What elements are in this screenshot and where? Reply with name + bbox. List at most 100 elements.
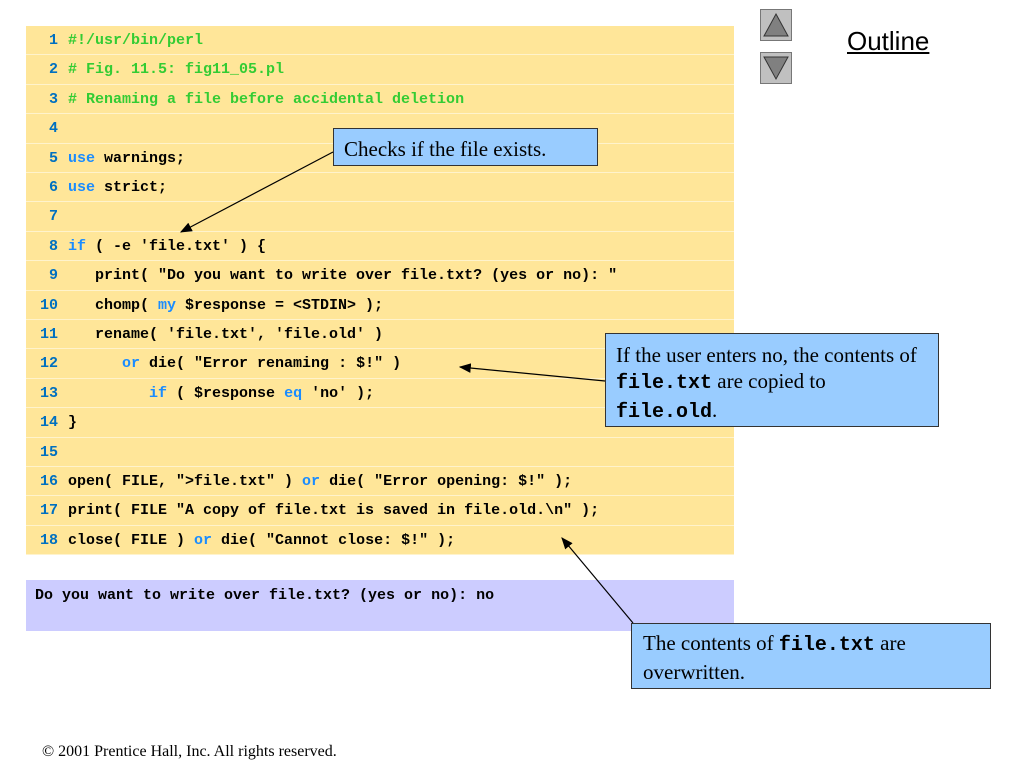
code-text: use warnings; (68, 144, 185, 173)
callout-over-pre: The contents of (643, 631, 779, 655)
code-line: 14} (26, 408, 734, 438)
triangle-down-icon (763, 56, 789, 81)
code-line: 1 #!/usr/bin/perl (26, 26, 734, 56)
code-line: 18 close( FILE ) or die( "Cannot close: $… (26, 526, 734, 556)
line-number: 2 (48, 61, 58, 79)
code-keyword: use (68, 149, 96, 167)
code-token: open( FILE, ">file.txt" ) (68, 473, 303, 490)
line-number: 9 (48, 267, 58, 285)
code-text: rename( 'file.txt', 'file.old' ) (68, 320, 383, 349)
arrow-overwritten (561, 537, 634, 624)
code-text: print( FILE "A copy of file.txt is saved… (68, 496, 599, 525)
code-line: 10 chomp( my $response = <STDIN> ); (26, 291, 734, 320)
code-keyword: or (302, 473, 321, 490)
code-token: die( "Error renaming : $!" ) (140, 355, 402, 373)
code-keyword: use (68, 179, 96, 196)
code-comment: # Renaming a file before accidental dele… (68, 90, 465, 108)
line-number: 16 (39, 473, 58, 490)
code-token: strict; (95, 179, 168, 196)
code-token: ( $response (167, 384, 285, 402)
code-token: die( "Cannot close: $!" ); (212, 531, 456, 549)
line-number: 7 (48, 208, 58, 226)
copyright-footer: © 2001 Prentice Hall, Inc. All rights re… (42, 743, 337, 760)
triangle-up-icon (763, 12, 789, 37)
callout-no-post: . (712, 398, 718, 422)
line-number: 11 (39, 326, 58, 343)
callout-no-code1: file.txt (616, 372, 713, 395)
code-text: print( "Do you want to write over file.t… (68, 261, 617, 290)
line-number: 3 (48, 90, 58, 108)
code-comment: #!/usr/bin/perl (68, 32, 204, 49)
callout-no-mid: are copied to (712, 369, 826, 393)
line-number: 17 (39, 502, 58, 520)
code-token: die( "Error opening: $!" ); (320, 473, 573, 490)
callout-over-post: are overwritten. (643, 631, 906, 684)
line-number: 1 (48, 32, 58, 49)
callout-no-code2: file.old (616, 401, 713, 424)
code-line: 13 if ( $response eq 'no' ); (26, 379, 734, 409)
code-token: chomp( (68, 296, 159, 314)
code-listing: 1 #!/usr/bin/perl 2 # Fig. 11.5: fig11_05.p… (26, 26, 734, 556)
code-text: #!/usr/bin/perl (68, 26, 203, 55)
code-text: or die( "Error renaming : $!" ) (68, 349, 401, 378)
line-number: 13 (39, 384, 58, 402)
code-keyword: if (149, 384, 168, 402)
arrow-file-exists (179, 151, 334, 233)
code-line: 9 print( "Do you want to write over file… (26, 261, 734, 291)
code-text: use strict; (68, 173, 167, 202)
code-line: 12 or die( "Error renaming : $!" ) (26, 349, 734, 379)
next-slide-button[interactable] (760, 52, 792, 84)
code-line: 17 print( FILE "A copy of file.txt is sav… (26, 496, 734, 526)
code-text: open( FILE, ">file.txt" ) or die( "Error… (68, 467, 572, 496)
code-token: 'no' ); (302, 384, 375, 402)
arrow-user-enters-no (458, 363, 606, 382)
line-number: 4 (48, 120, 58, 138)
code-text: chomp( my $response = <STDIN> ); (68, 291, 383, 320)
line-number: 18 (39, 531, 58, 549)
callout-file-exists-text: Checks if the file exists. (344, 137, 547, 161)
code-text: close( FILE ) or die( "Cannot close: $!"… (68, 526, 455, 555)
callout-no-pre: If the user enters no, the contents of (616, 343, 917, 367)
line-number: 8 (48, 237, 58, 255)
callout-user-enters-no: If the user enters no, the contents of f… (605, 333, 939, 427)
code-text: } (68, 408, 77, 437)
code-line: 3 # Renaming a file before accidental del… (26, 85, 734, 115)
outline-link[interactable]: Outline (847, 26, 930, 56)
code-token: ( -e 'file.txt' ) { (86, 237, 267, 255)
callout-file-exists: Checks if the file exists. (333, 128, 598, 166)
line-number: 12 (39, 355, 58, 373)
code-text: # Fig. 11.5: fig11_05.pl (68, 55, 284, 84)
line-number: 15 (39, 443, 58, 461)
code-token: print( "Do you want to write over file.t… (68, 267, 618, 285)
callout-overwritten: The contents of file.txt are overwritten… (631, 623, 991, 689)
code-line: 11 rename( 'file.txt', 'file.old' ) (26, 320, 734, 350)
line-number: 10 (39, 296, 58, 314)
code-token: warnings; (95, 149, 186, 167)
code-token: $response = <STDIN> ); (176, 296, 384, 314)
code-keyword: if (68, 237, 87, 255)
code-line: 16 open( FILE, ">file.txt" ) or die( "Err… (26, 467, 734, 497)
line-number: 5 (48, 149, 58, 167)
code-keyword: eq (284, 384, 303, 402)
previous-slide-button[interactable] (760, 9, 792, 41)
code-token: } (68, 414, 78, 432)
code-token: rename( 'file.txt', 'file.old' ) (68, 326, 384, 343)
line-number: 14 (39, 414, 58, 432)
code-keyword: my (158, 296, 177, 314)
code-line: 2 # Fig. 11.5: fig11_05.pl (26, 55, 734, 85)
code-comment: # Fig. 11.5: fig11_05.pl (68, 61, 285, 79)
code-text: if ( -e 'file.txt' ) { (68, 232, 266, 261)
code-line: 5 use warnings; (26, 144, 734, 173)
code-line: 15 (26, 438, 734, 467)
code-line: 8 if ( -e 'file.txt' ) { (26, 232, 734, 262)
code-token: close( FILE ) (68, 531, 195, 549)
code-text: if ( $response eq 'no' ); (68, 379, 374, 408)
output-text: Do you want to write over file.txt? (yes… (35, 587, 495, 604)
code-text: # Renaming a file before accidental dele… (68, 85, 464, 114)
code-keyword: or (122, 355, 141, 373)
program-output: Do you want to write over file.txt? (yes… (26, 580, 734, 631)
callout-over-code1: file.txt (778, 634, 875, 657)
code-line: 7 (26, 202, 734, 232)
